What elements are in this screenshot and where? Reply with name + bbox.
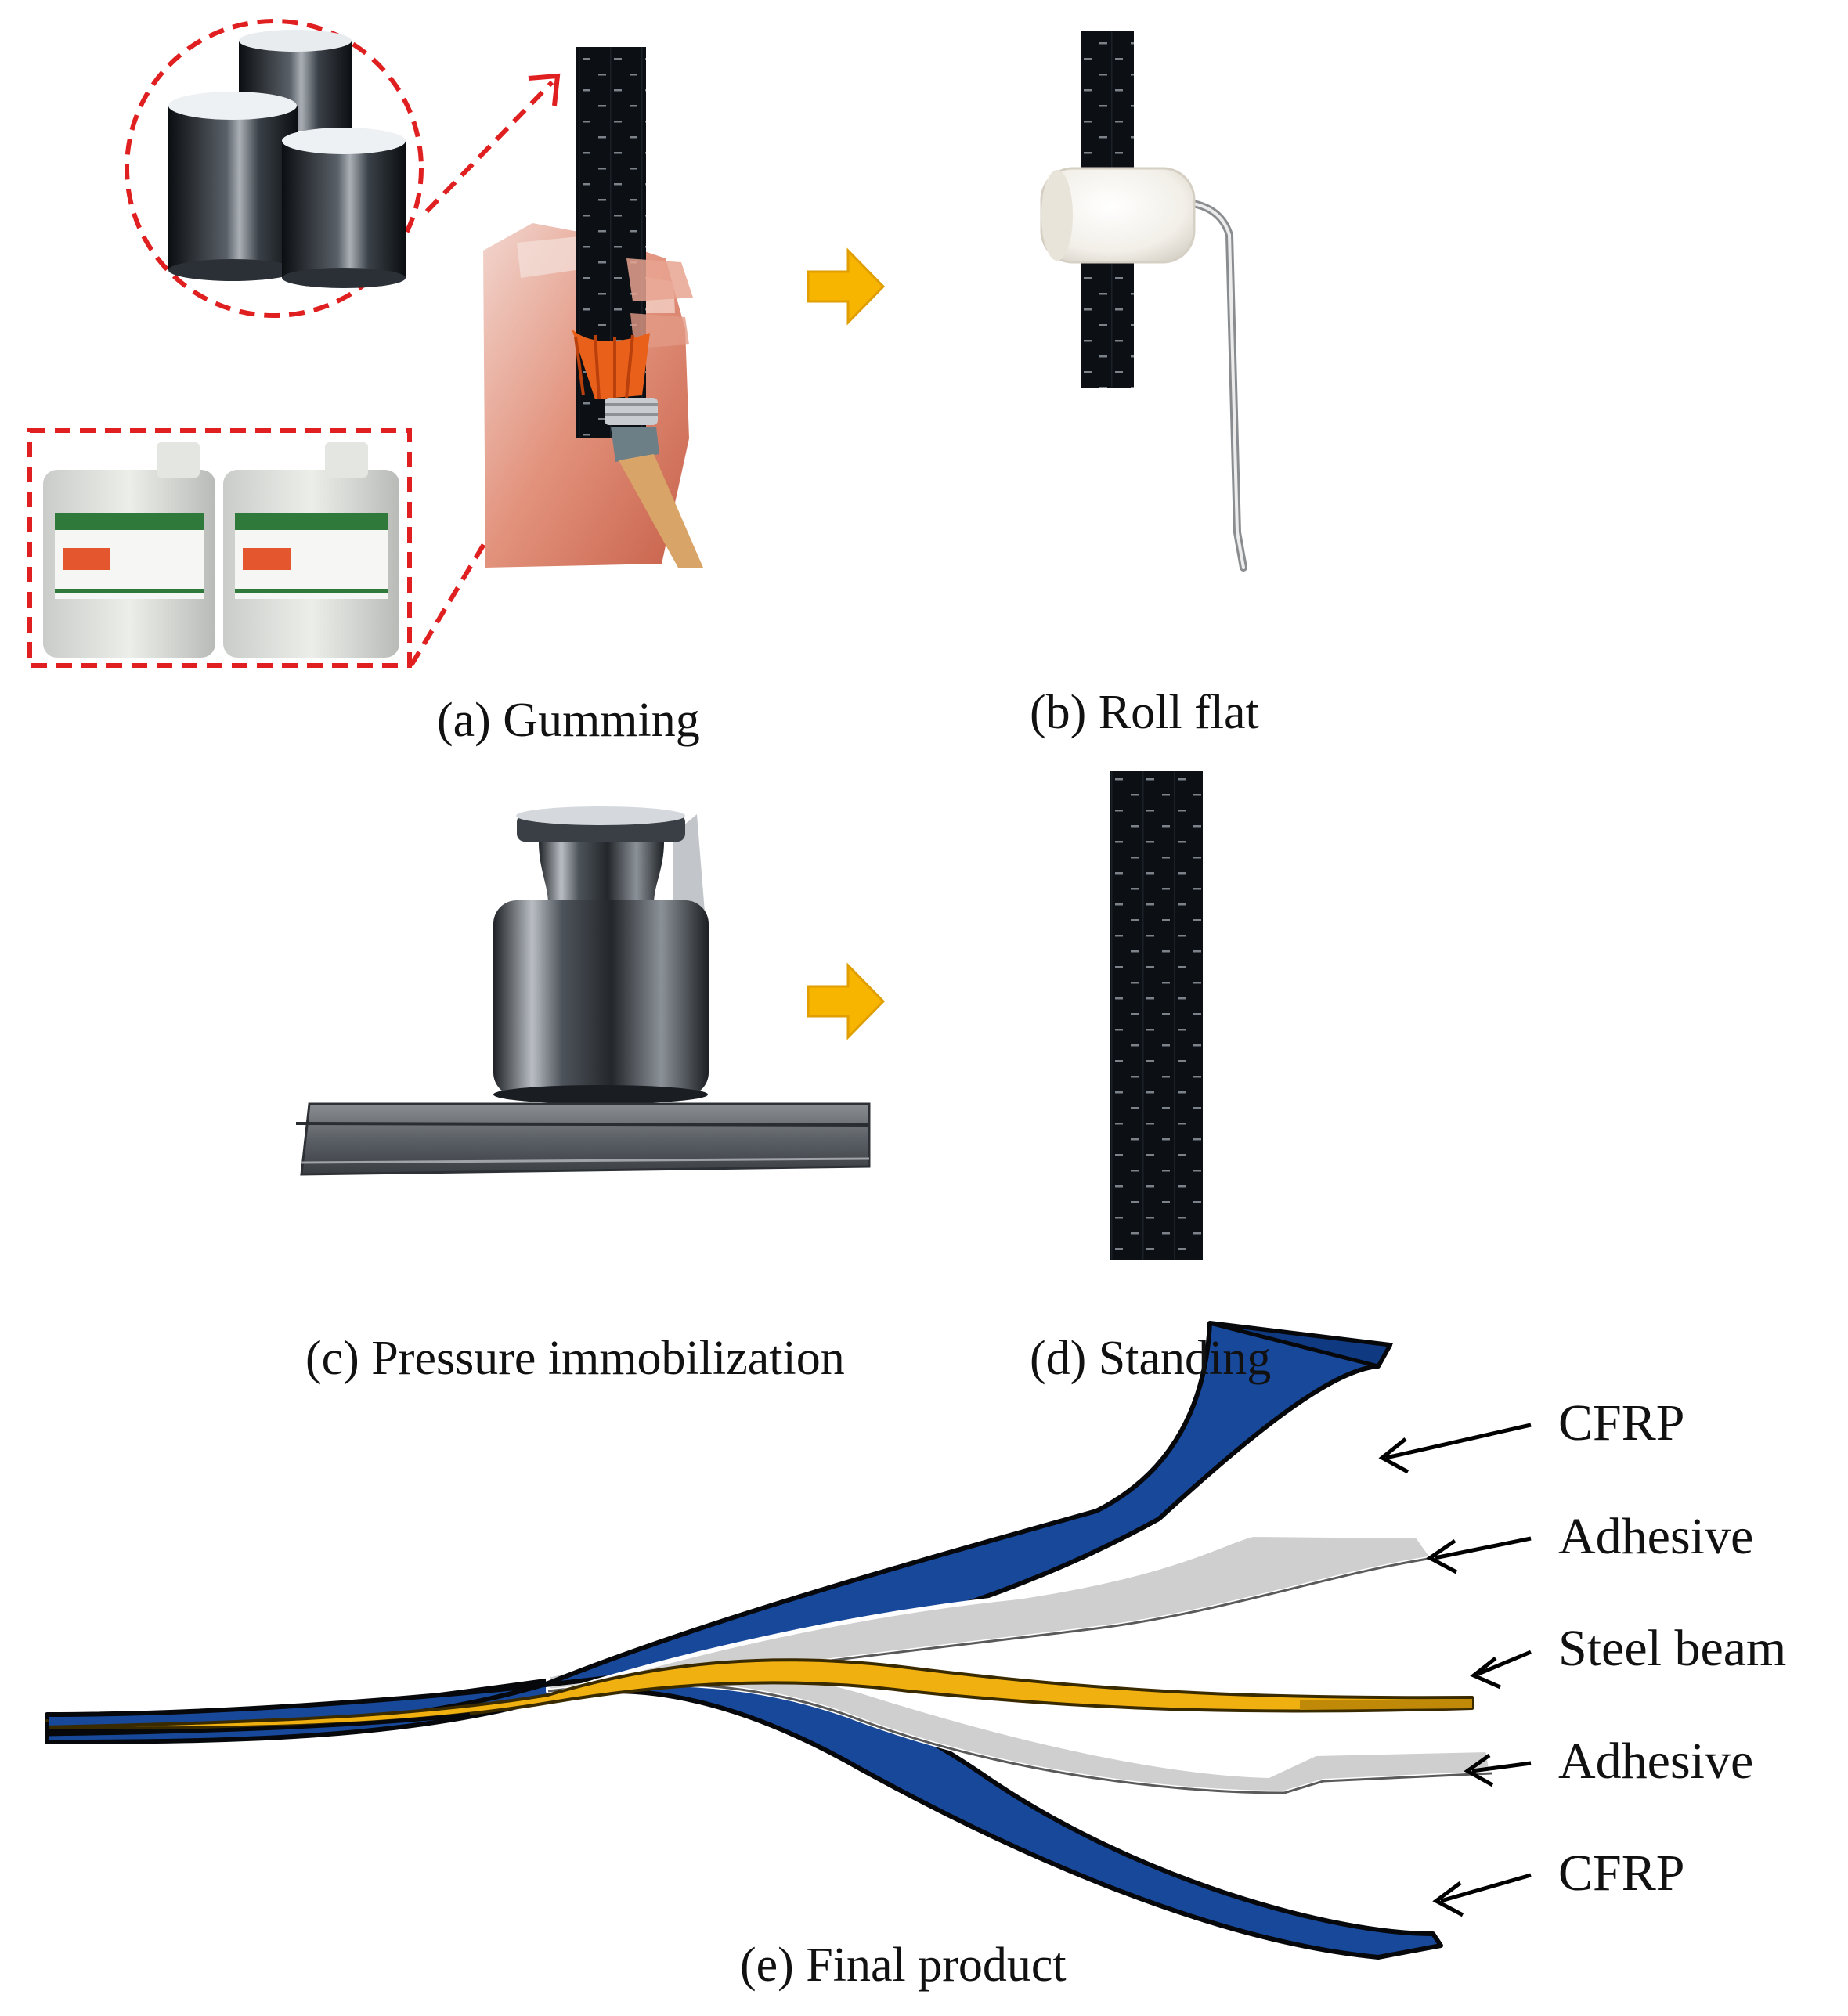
- adhesive-jugs: [43, 442, 399, 658]
- leader-arrow-icon: [1426, 1536, 1532, 1574]
- label-cfrp-top: CFRP: [1558, 1394, 1685, 1452]
- leader-arrow-icon: [1464, 1753, 1532, 1787]
- caption-standing: (d) Standing: [1030, 1332, 1272, 1385]
- cured-cfrp-strip: [1110, 771, 1203, 1260]
- label-adhesive-bottom: Adhesive: [1558, 1733, 1754, 1790]
- label-adhesive-top: Adhesive: [1558, 1508, 1754, 1565]
- adhesive-jugs-callout-box: [27, 428, 412, 668]
- panel-d: [1110, 771, 1203, 1260]
- right-arrow-icon: [807, 962, 886, 1040]
- caption-final-product: (e) Final product: [740, 1938, 1067, 1992]
- right-arrow-icon: [807, 247, 886, 326]
- leader-arrow-icon: [1432, 1873, 1532, 1917]
- label-steel-beam: Steel beam: [1558, 1620, 1787, 1677]
- panel-c: [295, 806, 871, 1176]
- caption-roll-flat: (b) Roll flat: [1030, 686, 1259, 739]
- panel-b: [1040, 31, 1247, 572]
- leader-arrow-icon: [1378, 1423, 1532, 1474]
- caption-pressure-immobilization: (c) Pressure immobilization: [305, 1332, 845, 1385]
- gumming-photo: [483, 47, 703, 568]
- fiber-roll-callout-circle: [125, 19, 424, 318]
- label-cfrp-bottom: CFRP: [1558, 1845, 1685, 1902]
- paint-roller: [1040, 167, 1247, 572]
- steel-weight: [493, 806, 709, 1104]
- panel-e-schematic: [45, 1321, 1494, 1960]
- caption-gumming: (a) Gumming: [437, 694, 700, 747]
- panel-a: [27, 19, 703, 668]
- carbon-fiber-rolls: [168, 30, 406, 288]
- dashed-arrow-icon: [424, 73, 561, 214]
- leader-arrow-icon: [1470, 1650, 1532, 1690]
- steel-plate: [295, 1102, 871, 1176]
